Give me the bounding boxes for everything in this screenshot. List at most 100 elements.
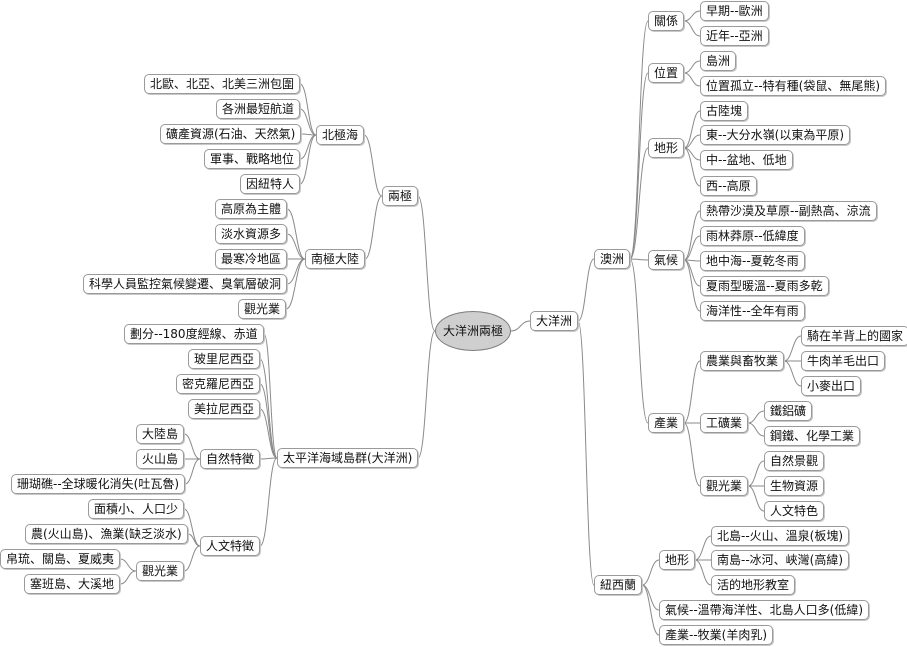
nz-climate[interactable]: 氣候--溫帶海洋性、北島人口多(低緯) bbox=[659, 600, 870, 620]
natural-item[interactable]: 大陸島 bbox=[136, 424, 185, 444]
connector-line bbox=[629, 147, 649, 260]
location-item[interactable]: 位置孤立--特有種(袋鼠、無尾熊) bbox=[700, 76, 887, 96]
industry-tourism[interactable]: 觀光業 bbox=[700, 476, 749, 496]
pacific-item[interactable]: 劃分--180度經線、赤道 bbox=[124, 324, 264, 344]
pacific-item[interactable]: 密克羅尼西亞 bbox=[176, 374, 261, 394]
agriculture-item[interactable]: 牛肉羊毛出口 bbox=[801, 351, 886, 371]
agriculture-item[interactable]: 小麥出口 bbox=[801, 376, 862, 396]
connector-line bbox=[259, 457, 278, 547]
nz-terrain[interactable]: 地形 bbox=[659, 550, 696, 570]
mining-item[interactable]: 鐵鋁礦 bbox=[764, 401, 813, 421]
branch-australia[interactable]: 澳洲 bbox=[594, 249, 631, 269]
branch-polar[interactable]: 兩極 bbox=[382, 186, 419, 206]
australia-climate[interactable]: 氣候 bbox=[648, 250, 685, 270]
connector-line bbox=[629, 72, 649, 260]
human-item[interactable]: 面積小、人口少 bbox=[88, 499, 185, 519]
climate-item[interactable]: 地中海--夏乾冬雨 bbox=[700, 251, 805, 271]
branch-oceania[interactable]: 大洋洲 bbox=[530, 311, 579, 331]
nz-industry[interactable]: 產業--牧業(羊肉乳) bbox=[659, 625, 774, 645]
connector-line bbox=[641, 584, 660, 636]
arctic-item[interactable]: 因紐特人 bbox=[240, 174, 301, 194]
connector-line bbox=[286, 233, 306, 260]
connector-line bbox=[683, 422, 701, 487]
tourism-item[interactable]: 帛琉、關島、夏威夷 bbox=[0, 549, 121, 569]
branch-natural-features[interactable]: 自然特徵 bbox=[200, 449, 261, 469]
australia-location[interactable]: 位置 bbox=[648, 63, 685, 83]
connector-line bbox=[363, 134, 383, 197]
connector-line bbox=[286, 208, 306, 260]
antarctic-item[interactable]: 淡水資源多 bbox=[215, 224, 288, 244]
connector-line bbox=[747, 460, 765, 487]
natural-item[interactable]: 火山島 bbox=[136, 449, 185, 469]
connector-line bbox=[747, 485, 765, 512]
relation-item[interactable]: 近年--亞洲 bbox=[700, 26, 769, 46]
connector-line bbox=[299, 108, 317, 136]
connector-line bbox=[747, 422, 765, 437]
branch-antarctic[interactable]: 南極大陸 bbox=[305, 249, 366, 269]
climate-item[interactable]: 雨林莽原--低緯度 bbox=[700, 226, 805, 246]
connector-line bbox=[299, 134, 317, 160]
connector-line bbox=[629, 20, 649, 260]
connector-line bbox=[629, 258, 649, 424]
mining-item[interactable]: 鋼鐵、化學工業 bbox=[764, 426, 861, 446]
terrain-item[interactable]: 西--高原 bbox=[700, 176, 757, 196]
arctic-item[interactable]: 軍事、戰略地位 bbox=[204, 149, 301, 169]
branch-pacific[interactable]: 太平洋海域島群(大洋洲) bbox=[277, 448, 419, 468]
branch-pacific-tourism[interactable]: 觀光業 bbox=[136, 561, 185, 581]
connector-line bbox=[683, 360, 701, 424]
connector-line bbox=[683, 10, 701, 22]
nz-terrain-item[interactable]: 活的地形教室 bbox=[711, 575, 796, 595]
connector-line bbox=[184, 458, 201, 485]
terrain-item[interactable]: 中--盆地、低地 bbox=[700, 150, 793, 170]
climate-item[interactable]: 熱帶沙漠及草原--副熱高、涼流 bbox=[700, 201, 877, 221]
industry-mining[interactable]: 工礦業 bbox=[700, 413, 749, 433]
climate-item[interactable]: 海洋性--全年有雨 bbox=[700, 301, 805, 321]
australia-relation[interactable]: 關係 bbox=[648, 11, 685, 31]
arctic-item[interactable]: 各洲最短航道 bbox=[216, 99, 301, 119]
root-node[interactable]: 大洋洲兩極 bbox=[435, 311, 511, 351]
location-item[interactable]: 島洲 bbox=[700, 51, 737, 71]
branch-arctic[interactable]: 北極海 bbox=[316, 125, 365, 145]
arctic-item[interactable]: 礦產資源(石油、天然氣) bbox=[160, 124, 302, 144]
australia-terrain[interactable]: 地形 bbox=[648, 138, 685, 158]
connector-line bbox=[577, 258, 595, 322]
antarctic-item[interactable]: 高原為主體 bbox=[215, 199, 288, 219]
branch-human-features[interactable]: 人文特徵 bbox=[200, 536, 261, 556]
connector-line bbox=[683, 134, 701, 149]
climate-item[interactable]: 夏雨型暖溫--夏雨多乾 bbox=[700, 276, 829, 296]
terrain-item[interactable]: 東--大分水嶺(以東為平原) bbox=[700, 125, 851, 145]
connector-line bbox=[641, 584, 660, 611]
connector-line bbox=[263, 333, 278, 459]
tourism-aus-item[interactable]: 生物資源 bbox=[764, 476, 825, 496]
connector-line bbox=[417, 195, 436, 332]
connector-line bbox=[694, 535, 712, 561]
pacific-item[interactable]: 美拉尼西亞 bbox=[188, 399, 261, 419]
natural-item[interactable]: 珊瑚礁--全球暖化消失(吐瓦魯) bbox=[11, 474, 186, 494]
connector-line bbox=[364, 195, 383, 260]
connector-line bbox=[683, 72, 701, 87]
antarctic-item[interactable]: 觀光業 bbox=[238, 299, 287, 319]
tourism-item[interactable]: 塞班島、大溪地 bbox=[24, 574, 121, 594]
antarctic-item[interactable]: 科學人員監控氣候變遷、臭氧層破洞 bbox=[83, 274, 288, 294]
connector-line bbox=[783, 360, 802, 387]
industry-agriculture[interactable]: 農業與畜牧業 bbox=[700, 351, 785, 371]
human-item[interactable]: 農(火山島)、漁業(缺乏淡水) bbox=[25, 524, 188, 544]
antarctic-item[interactable]: 最寒冷地區 bbox=[215, 249, 288, 269]
connector-line bbox=[299, 134, 317, 185]
relation-item[interactable]: 早期--歐洲 bbox=[700, 1, 769, 21]
nz-terrain-item[interactable]: 北島--火山、溫泉(板塊) bbox=[711, 526, 850, 546]
branch-new-zealand[interactable]: 紐西蘭 bbox=[594, 575, 643, 595]
tourism-aus-item[interactable]: 人文特色 bbox=[764, 501, 825, 521]
australia-industry[interactable]: 產業 bbox=[648, 413, 685, 433]
connector-line bbox=[683, 20, 701, 37]
connector-line bbox=[119, 558, 137, 572]
connector-line bbox=[299, 83, 317, 136]
nz-terrain-item[interactable]: 南島--冰河、峽灣(高緯) bbox=[711, 550, 850, 570]
terrain-item[interactable]: 古陸塊 bbox=[700, 101, 749, 121]
arctic-item[interactable]: 北歐、北亞、北美三洲包圍 bbox=[144, 74, 301, 94]
agriculture-item[interactable]: 騎在羊背上的國家 bbox=[801, 326, 907, 346]
connector-line bbox=[683, 259, 701, 287]
tourism-aus-item[interactable]: 自然景觀 bbox=[764, 451, 825, 471]
pacific-item[interactable]: 玻里尼西亞 bbox=[188, 349, 261, 369]
